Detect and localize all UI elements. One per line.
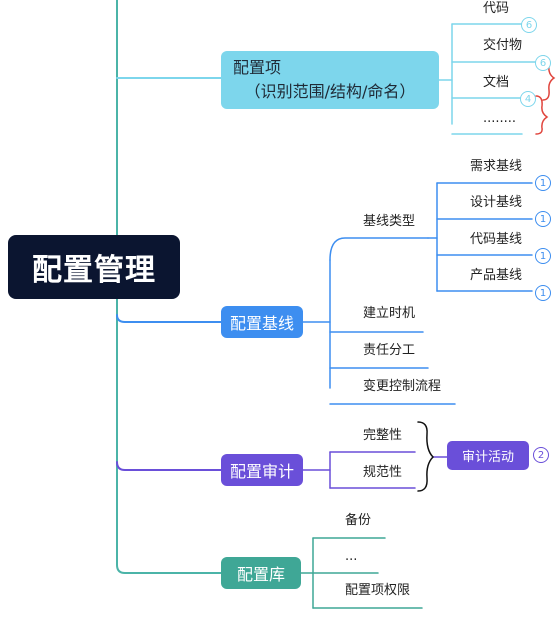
baseline-badge[interactable]: 1 — [535, 285, 551, 301]
config-item-code[interactable]: 代码 — [483, 1, 510, 16]
baseline-type-requirements[interactable]: 需求基线 — [470, 159, 523, 174]
baseline-timing[interactable]: 建立时机 — [363, 306, 416, 321]
baseline-types[interactable]: 基线类型 — [363, 214, 416, 229]
baseline-badge[interactable]: 1 — [535, 175, 551, 191]
baseline-badge[interactable]: 1 — [535, 248, 551, 264]
audit-badge[interactable]: 2 — [533, 447, 549, 463]
baseline-connectors — [302, 182, 533, 405]
baseline-type-product[interactable]: 产品基线 — [470, 268, 523, 283]
config-items-title: 配置项 — [233, 58, 282, 77]
trunk-to-audit — [116, 461, 223, 471]
trunk-line — [116, 0, 223, 574]
trunk-to-baseline — [116, 314, 223, 323]
audit-conformance[interactable]: 规范性 — [363, 465, 403, 480]
root-label: 配置管理 — [32, 253, 156, 288]
library-backup[interactable]: 备份 — [345, 513, 372, 528]
baseline-node[interactable]: 配置基线 — [221, 306, 303, 338]
audit-black-brace — [417, 421, 435, 492]
baseline-change-control[interactable]: 变更控制流程 — [363, 379, 442, 394]
library-more[interactable]: ... — [345, 549, 358, 564]
baseline-type-design[interactable]: 设计基线 — [470, 195, 523, 210]
audit-activity-node[interactable]: 审计活动 — [447, 441, 529, 470]
baseline-type-code[interactable]: 代码基线 — [470, 232, 523, 247]
library-label: 配置库 — [236, 565, 285, 584]
config-item-deliverables[interactable]: 交付物 — [483, 38, 523, 53]
audit-activity-label: 审计活动 — [461, 450, 514, 465]
library-permissions[interactable]: 配置项权限 — [345, 583, 411, 598]
baseline-label: 配置基线 — [229, 314, 294, 333]
library-node[interactable]: 配置库 — [221, 557, 301, 589]
audit-label: 配置审计 — [229, 462, 294, 481]
config-items-badge[interactable]: 6 — [521, 17, 537, 33]
config-items-badge[interactable]: 4 — [520, 91, 536, 107]
config-items-node[interactable]: 配置项 （识别范围/结构/命名） — [221, 51, 439, 109]
config-item-more[interactable]: ........ — [483, 111, 517, 126]
library-connectors — [300, 537, 423, 609]
audit-completeness[interactable]: 完整性 — [363, 428, 403, 443]
root-node[interactable]: 配置管理 — [8, 235, 180, 299]
config-items-badge[interactable]: 6 — [535, 55, 551, 71]
baseline-badge[interactable]: 1 — [535, 211, 551, 227]
config-item-documents[interactable]: 文档 — [483, 75, 510, 90]
audit-node[interactable]: 配置审计 — [221, 454, 303, 486]
config-items-subtitle: （识别范围/结构/命名） — [244, 82, 416, 101]
audit-connectors — [302, 451, 448, 489]
baseline-responsibility[interactable]: 责任分工 — [363, 343, 416, 358]
